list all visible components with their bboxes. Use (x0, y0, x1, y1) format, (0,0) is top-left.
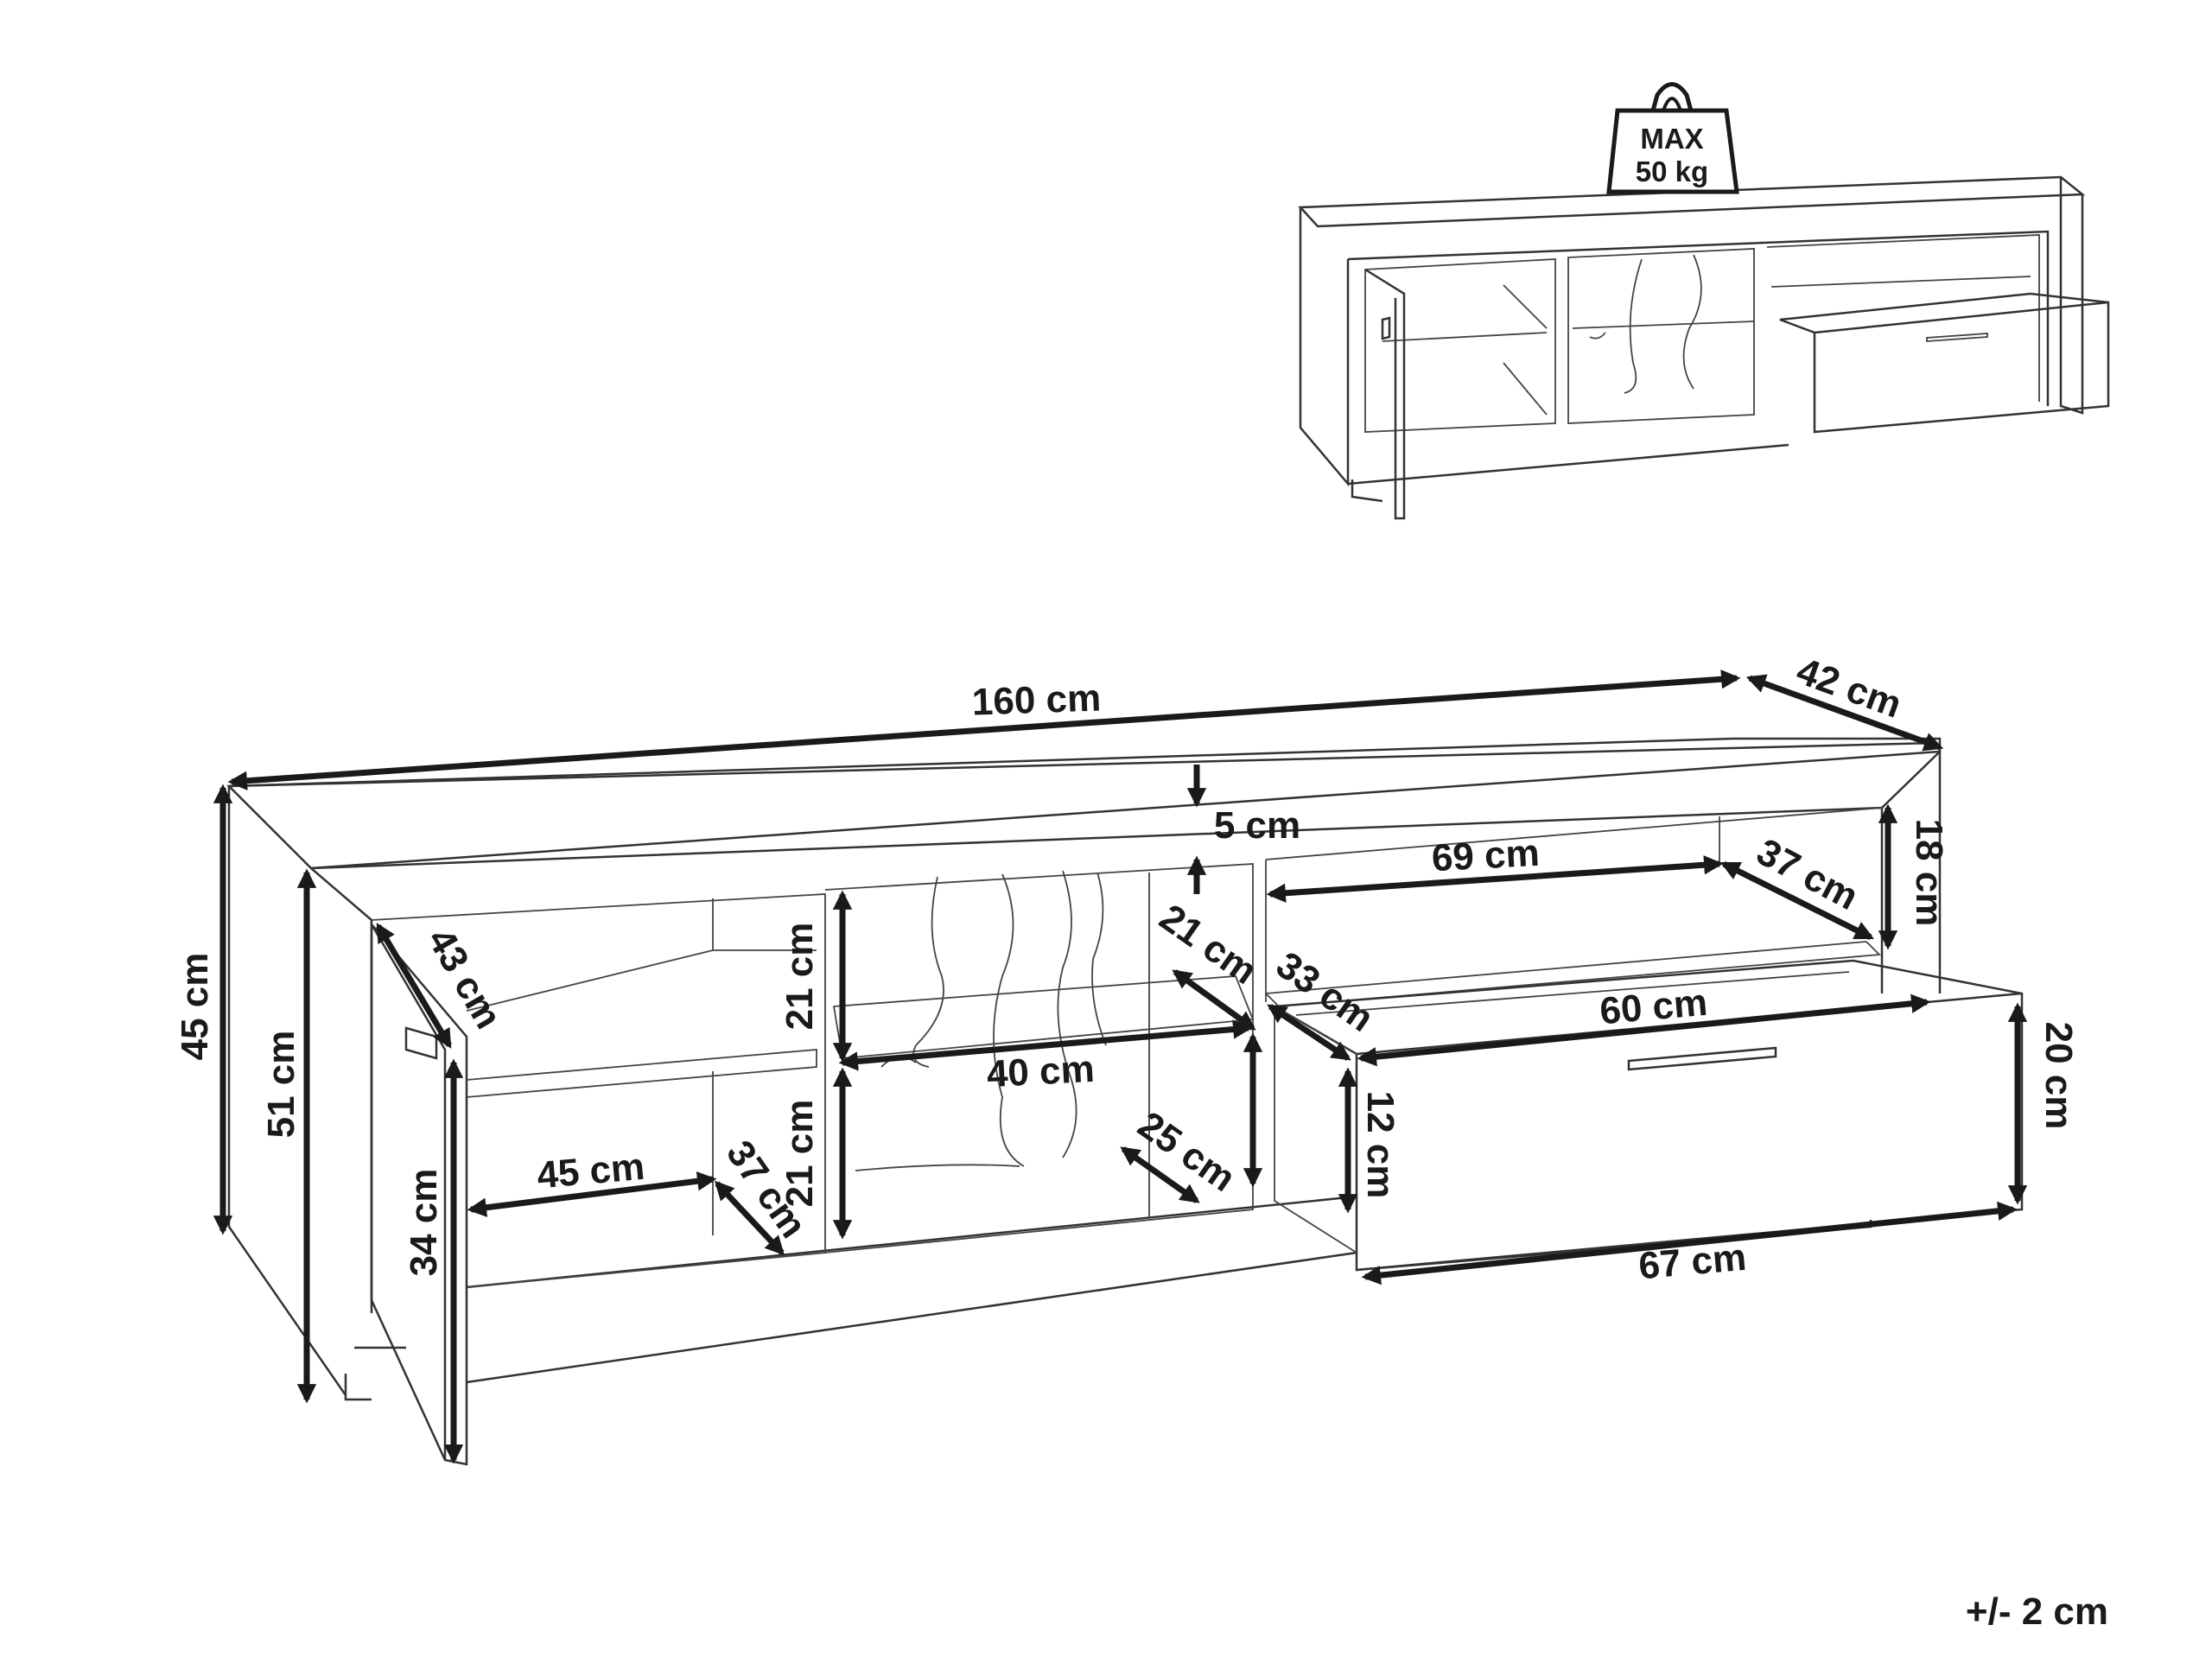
label-drawer-front-height: 20 cm (2037, 1022, 2080, 1130)
label-drawer-front-width: 67 cm (1637, 1236, 1748, 1288)
label-right-open-width: 69 cm (1431, 832, 1541, 879)
label-drawer-inner-width: 60 cm (1598, 981, 1709, 1033)
label-center-upper-height: 21 cm (779, 923, 821, 1031)
thumbnail-cabinet (1298, 175, 2110, 520)
tolerance-note: +/- 2 cm (1966, 1590, 2108, 1633)
label-top-thickness: 5 cm (1214, 804, 1300, 847)
dimension-labels: 160 cm 42 cm 5 cm 45 cm 51 cm 43 cm 34 c… (174, 650, 2080, 1287)
badge-max-label: MAX (1640, 123, 1703, 155)
label-total-width: 160 cm (971, 676, 1102, 723)
label-inner-height: 51 cm (260, 1031, 302, 1139)
badge-weight-label: 50 kg (1636, 156, 1708, 187)
label-total-height: 45 cm (174, 953, 216, 1061)
label-right-open-height: 18 cm (1908, 819, 1950, 927)
dimension-arrows (213, 670, 2028, 1464)
label-center-lower-height: 21 cm (779, 1100, 821, 1208)
label-left-shelf-width: 45 cm (535, 1146, 646, 1197)
main-cabinet-drawing (226, 737, 2024, 1466)
label-door-height: 34 cm (403, 1169, 445, 1277)
label-center-width: 40 cm (986, 1048, 1096, 1095)
max-load-badge: MAX 50 kg (1606, 82, 1739, 194)
label-center-bottom-depth: 25 cm (1130, 1103, 1243, 1200)
label-drawer-inner-height: 12 cm (1359, 1091, 1402, 1199)
